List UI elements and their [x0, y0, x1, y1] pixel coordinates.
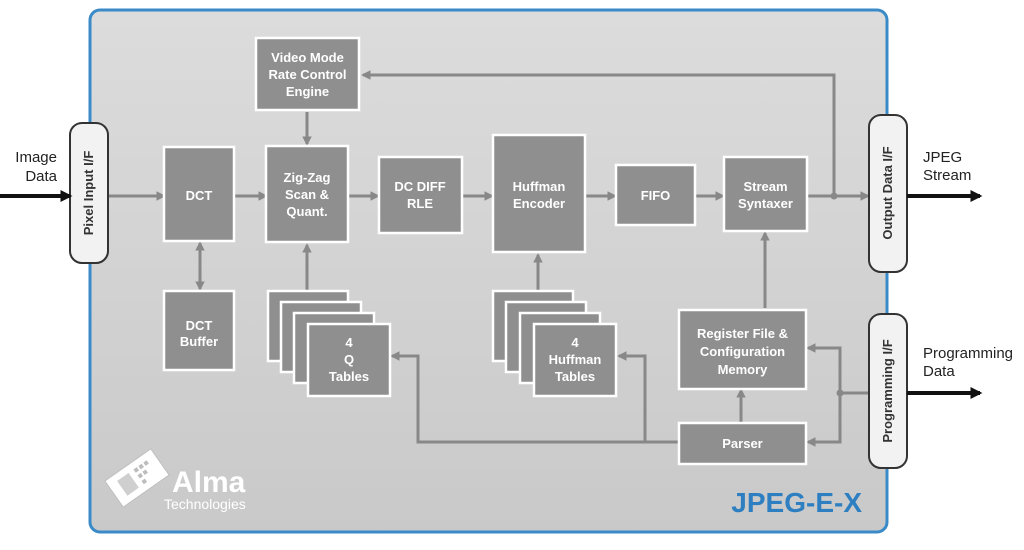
parser-block: Parser: [677, 421, 808, 466]
q-tables-label: Q: [344, 352, 354, 367]
output-data-interface: Output Data I/F: [868, 114, 908, 273]
dct-block: DCT: [162, 145, 236, 243]
video-mode-label: Rate Control: [269, 67, 347, 82]
huffman-tables-label: 4: [571, 335, 579, 350]
programming-label: Programming I/F: [880, 339, 895, 442]
jpeg-stream-label: Stream: [923, 167, 971, 184]
arrow-parser-to-qtables: [390, 351, 680, 444]
junction-dot: [836, 389, 844, 397]
register-file-label: Configuration: [700, 344, 785, 359]
huffman-tables-label: Tables: [555, 369, 595, 384]
dct-buffer-label: Buffer: [180, 334, 218, 349]
programming-interface: Programming I/F: [868, 313, 908, 469]
arrow-prog-to-parser: [806, 393, 842, 447]
pixel-input-label: Pixel Input I/F: [81, 151, 96, 236]
dc-diff-label: DC DIFF: [394, 179, 445, 194]
jpeg-stream-label: JPEG: [923, 149, 962, 166]
programming-data-label: Programming: [923, 345, 1013, 362]
video-mode-label: Video Mode: [271, 50, 344, 65]
dct-buffer-label: DCT: [186, 318, 213, 333]
alma-logo: Alma Technologies: [104, 448, 246, 512]
pixel-input-interface: Pixel Input I/F: [69, 122, 109, 264]
q-tables-label: 4: [345, 335, 353, 350]
arrow-prog-to-register: [806, 343, 868, 395]
svg-text:Parser: Parser: [722, 436, 762, 451]
huffman-tables-label: Huffman: [549, 352, 602, 367]
stream-syntaxer-label: Stream: [743, 179, 787, 194]
dct-label: DCT: [186, 188, 213, 203]
parser-label: Parser: [722, 436, 762, 451]
fifo-block: FIFO: [614, 163, 697, 227]
huffman-encoder-label: Encoder: [513, 196, 565, 211]
register-file-label: Memory: [718, 362, 769, 377]
image-data-label: Data: [25, 168, 57, 185]
huffman-encoder-label: Huffman: [513, 179, 566, 194]
stream-syntaxer-label: Syntaxer: [738, 196, 793, 211]
dc-diff-label: RLE: [407, 196, 433, 211]
dc-diff-rle-block: DC DIFF RLE: [377, 155, 464, 235]
q-table-layer: [306, 322, 392, 398]
zigzag-label: Zig-Zag: [284, 170, 331, 185]
zigzag-label: Quant.: [286, 204, 327, 219]
svg-text:DCT: DCT: [186, 188, 213, 203]
arrow-parser-to-hufftables: [617, 351, 647, 442]
image-data-label: Image: [15, 149, 57, 166]
arrow-feedback-to-videomode: [361, 70, 836, 196]
external-io-arrows: [0, 190, 983, 399]
q-tables-label: Tables: [329, 369, 369, 384]
register-file-label: Register File &: [697, 326, 788, 341]
huffman-table-layer: [532, 322, 618, 398]
product-title: JPEG-E-X: [731, 487, 862, 518]
logo-name: Alma: [172, 466, 246, 499]
output-data-label: Output Data I/F: [880, 146, 895, 239]
chip-logo-icon: [104, 448, 170, 508]
fifo-label: FIFO: [641, 188, 671, 203]
programming-data-label: Data: [923, 363, 955, 380]
junction-dot: [830, 192, 838, 200]
logo-subtitle: Technologies: [164, 496, 246, 512]
svg-text:FIFO: FIFO: [641, 188, 671, 203]
video-mode-label: Engine: [286, 84, 329, 99]
zigzag-label: Scan &: [285, 187, 329, 202]
